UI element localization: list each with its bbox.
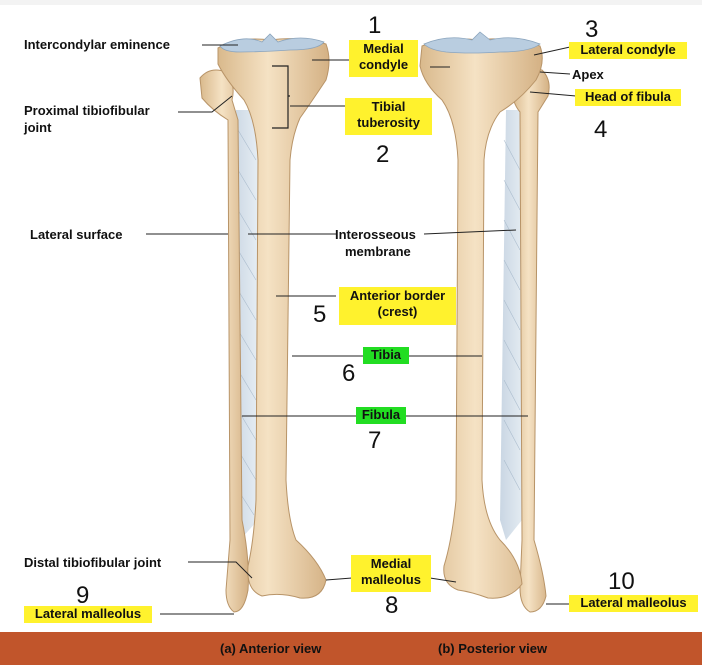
number-3: 3 xyxy=(585,16,599,43)
footer-bar: (a) Anterior view (b) Posterior view xyxy=(0,632,702,665)
tuberosity-bracket xyxy=(272,65,290,129)
label-anterior-border-line2: (crest) xyxy=(377,304,418,319)
number-1: 1 xyxy=(368,12,382,39)
label-lateral-surface: Lateral surface xyxy=(30,227,123,242)
number-8: 8 xyxy=(385,592,399,619)
number-4: 4 xyxy=(594,116,608,143)
label-anterior-border: Anterior border (crest) xyxy=(339,287,456,325)
label-medial-malleolus: Medial malleolus xyxy=(351,555,431,592)
label-tibial-tuberosity-line2: tuberosity xyxy=(357,115,420,130)
top-strip xyxy=(0,0,702,5)
label-medial-malleolus-line2: malleolus xyxy=(361,572,421,587)
label-tibia: Tibia xyxy=(363,347,409,364)
label-fibula: Fibula xyxy=(356,407,406,424)
articular-cartilage-anterior xyxy=(219,33,325,53)
interosseous-membrane-posterior xyxy=(500,110,524,540)
label-distal-tibiofibular-joint: Distal tibiofibular joint xyxy=(24,555,162,570)
tibia-posterior xyxy=(419,38,543,599)
number-7: 7 xyxy=(368,427,382,454)
label-tibial-tuberosity-line1: Tibial xyxy=(371,99,406,114)
bones-illustration xyxy=(146,31,577,615)
anterior-view xyxy=(199,33,330,613)
label-apex: Apex xyxy=(572,67,604,82)
caption-anterior-view: (a) Anterior view xyxy=(220,641,322,656)
label-interosseous-line2: membrane xyxy=(345,244,411,259)
label-lateral-condyle: Lateral condyle xyxy=(569,42,687,59)
caption-posterior-view: (b) Posterior view xyxy=(438,641,548,656)
tibia-anterior xyxy=(217,38,330,599)
label-interosseous-line1: Interosseous xyxy=(335,227,416,242)
articular-cartilage-posterior xyxy=(423,31,541,54)
label-lateral-malleolus-right: Lateral malleolus xyxy=(569,595,698,612)
label-tibial-tuberosity: Tibial tuberosity xyxy=(345,98,432,135)
number-2: 2 xyxy=(376,141,390,168)
label-medial-condyle-line1: Medial xyxy=(363,41,404,56)
label-proximal-tibiofibular-joint-line2: joint xyxy=(24,120,52,135)
label-head-of-fibula: Head of fibula xyxy=(575,89,681,106)
number-6: 6 xyxy=(342,360,356,387)
number-10: 10 xyxy=(608,568,635,595)
leader-lines xyxy=(146,44,577,615)
label-medial-condyle-line2: condyle xyxy=(358,57,409,72)
label-proximal-tibiofibular-joint-line1: Proximal tibiofibular xyxy=(24,103,150,118)
number-5: 5 xyxy=(313,301,327,328)
label-intercondylar-eminence: Intercondylar eminence xyxy=(24,37,170,52)
fibula-posterior xyxy=(511,68,550,613)
label-lateral-malleolus-left: Lateral malleolus xyxy=(24,606,152,623)
number-9: 9 xyxy=(76,582,90,609)
label-medial-condyle: Medial condyle xyxy=(349,40,418,77)
label-anterior-border-line1: Anterior border xyxy=(349,288,446,303)
label-medial-malleolus-line1: Medial xyxy=(370,556,412,571)
posterior-view xyxy=(419,31,550,613)
